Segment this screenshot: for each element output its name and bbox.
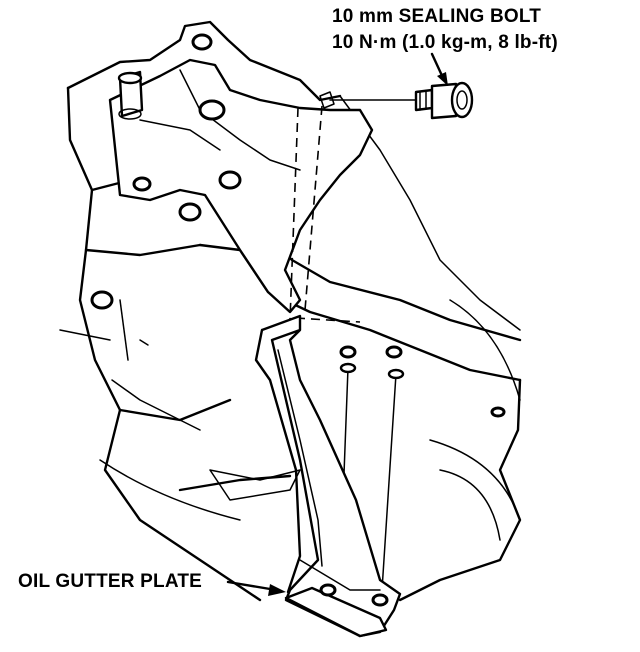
sealing-bolt-icon: [414, 81, 474, 120]
locating-pin: [117, 70, 144, 120]
housing-flange: [108, 58, 374, 314]
bolt-leader-line: [319, 52, 448, 109]
sealing-bolt-callout: 10 mm SEALING BOLT 10 N·m (1.0 kg-m, 8 l…: [332, 4, 558, 56]
sealing-bolt-label: 10 mm SEALING BOLT: [332, 6, 542, 27]
oil-gutter-plate: [254, 314, 402, 638]
plate-leader-line: [226, 580, 286, 596]
sealing-bolt-torque: 10 N·m (1.0 kg-m, 8 lb-ft): [332, 32, 558, 53]
alignment-dashed-lines: [289, 105, 361, 323]
oil-gutter-plate-label: OIL GUTTER PLATE: [18, 571, 203, 592]
mounting-holes: [90, 33, 506, 418]
transmission-housing: [59, 20, 522, 602]
